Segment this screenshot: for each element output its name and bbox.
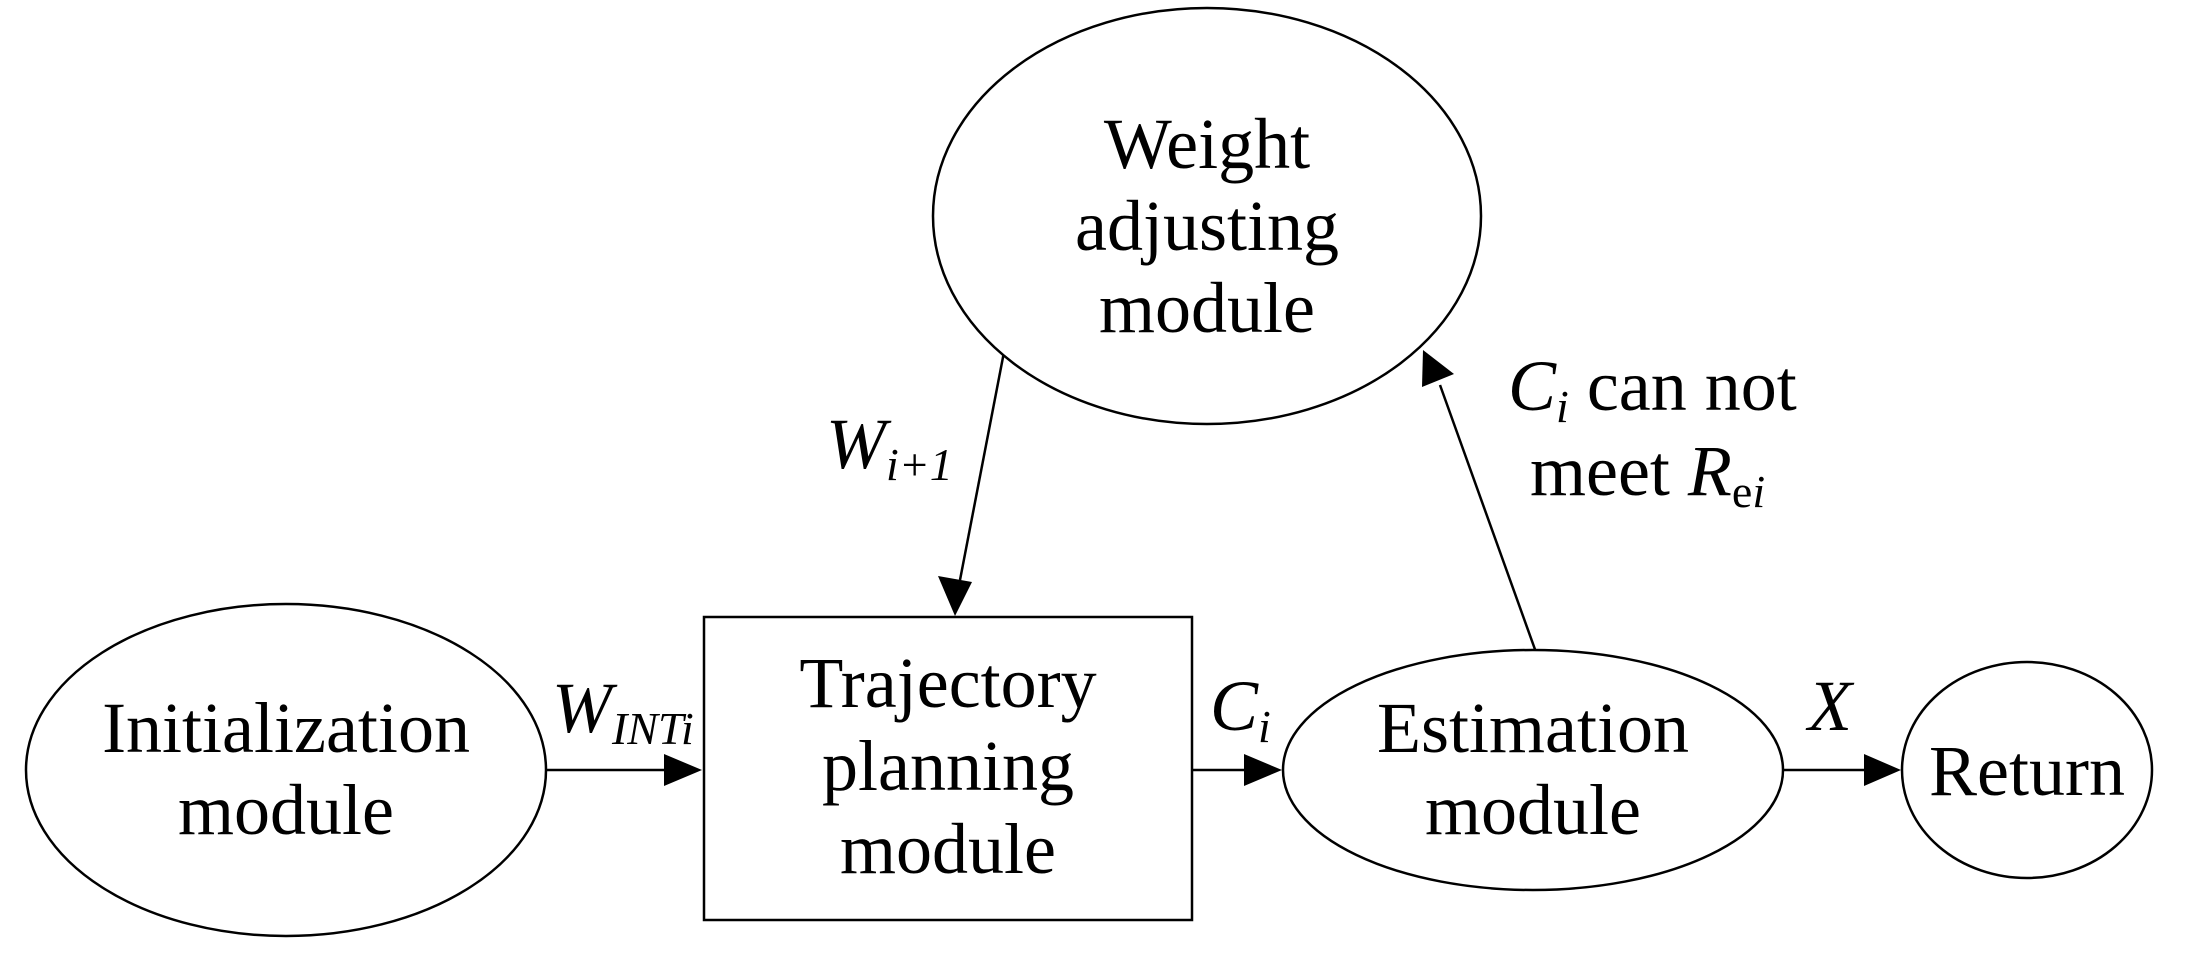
label-c-i: Ci (1210, 666, 1271, 752)
label-w-next-main: W (826, 404, 892, 484)
label-c-fail-i: i (1556, 381, 1569, 432)
edge-weight-to-trajectory (938, 351, 1006, 616)
label-w-init-main: W (552, 668, 618, 748)
label-w-next: Wi+1 (826, 404, 953, 490)
trajectory-planning-line3: module (840, 809, 1056, 889)
node-weight-adjusting: Weight adjusting module (931, 6, 1483, 426)
label-c-fail-line2: meet Rei (1530, 431, 1765, 517)
node-estimation: Estimation module (1281, 648, 1785, 892)
node-return: Return (1900, 660, 2154, 880)
label-c-i-main: C (1210, 666, 1259, 746)
initialization-line1: Initialization (102, 688, 470, 768)
label-c-i-sub: i (1258, 701, 1271, 752)
estimation-line1: Estimation (1377, 688, 1689, 768)
trajectory-planning-line1: Trajectory (799, 643, 1096, 723)
trajectory-planning-line2: planning (822, 726, 1074, 806)
label-w-init-sub: INTi (611, 703, 694, 754)
weight-adjusting-line2: adjusting (1075, 186, 1339, 266)
node-trajectory-planning: Trajectory planning module (702, 615, 1194, 922)
edge-initialization-to-trajectory (546, 754, 702, 786)
label-c-fail-sub-e: e (1732, 466, 1752, 517)
label-c-fail-line1: Ci can not (1508, 346, 1797, 432)
estimation-line2: module (1425, 770, 1641, 850)
label-c-fail-rest: can not (1569, 346, 1797, 426)
weight-adjusting-line3: module (1099, 268, 1315, 348)
return-label: Return (1929, 731, 2125, 811)
label-w-next-sub: i+1 (886, 439, 953, 490)
label-c-fail-sub-i: i (1752, 466, 1765, 517)
edge-trajectory-to-estimation (1192, 754, 1282, 786)
label-x: X (1805, 666, 1855, 746)
weight-adjusting-line1: Weight (1104, 104, 1310, 184)
label-c-fail-r: R (1687, 431, 1732, 511)
node-initialization: Initialization module (24, 602, 548, 938)
label-c-fail-meet: meet (1530, 431, 1688, 511)
initialization-line2: module (178, 770, 394, 850)
edge-estimation-to-weight (1422, 350, 1539, 656)
label-w-init: WINTi (552, 668, 694, 754)
edge-estimation-to-return (1784, 754, 1901, 786)
label-c-fail-c: C (1508, 346, 1557, 426)
